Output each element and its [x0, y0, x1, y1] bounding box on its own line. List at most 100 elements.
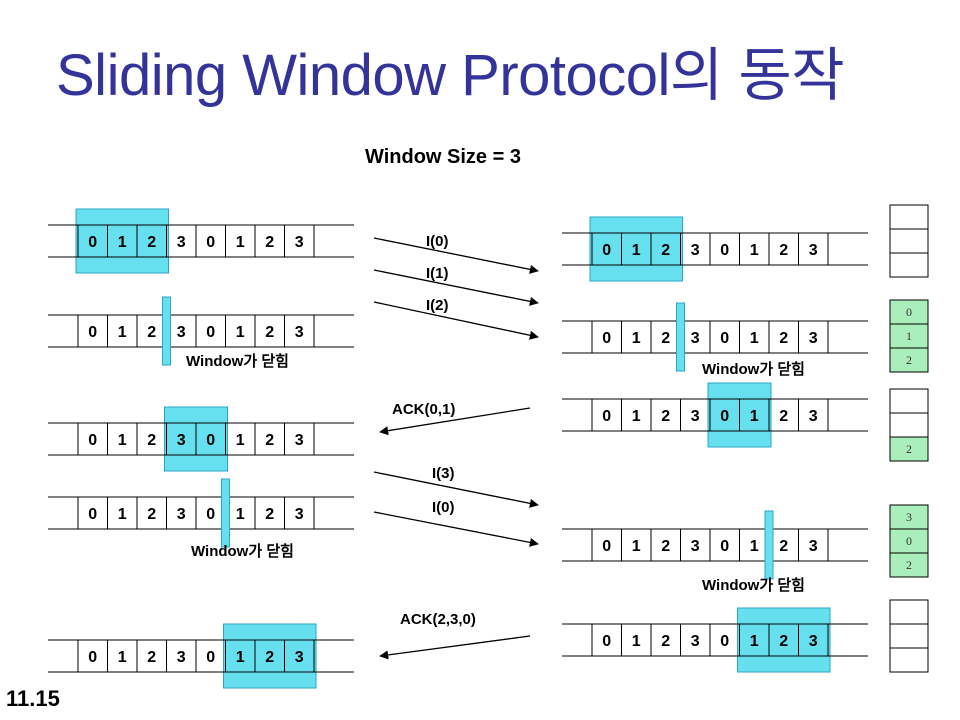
- receiver-row-3-seq-7: 3: [809, 408, 818, 425]
- sender-row-2-seq-4: 0: [206, 324, 215, 341]
- receiver-buffer-4-slot-0: [889, 504, 929, 530]
- receiver-row-4-seq-7: 3: [809, 538, 818, 555]
- sender-row-2-seq-0: 0: [88, 324, 97, 341]
- sender-row-1-window: [75, 208, 169, 274]
- receiver-row-1-seq-2: 2: [661, 242, 670, 259]
- receiver-row-3-seq-4: 0: [720, 408, 729, 425]
- sender-row-2-seq-2: 2: [147, 324, 156, 341]
- page-title: Sliding Window Protocol의 동작: [56, 43, 845, 108]
- receiver-row-5-seq-6: 2: [779, 633, 788, 650]
- receiver-buffer-4: 3 0 2: [889, 504, 929, 578]
- frame-arrow-i2: [373, 301, 539, 340]
- sender-row-4-seq-4: 0: [206, 506, 215, 523]
- sender-window-closed-label-1: Window가 닫힘: [186, 352, 289, 370]
- frame-arrow-i1: [373, 269, 539, 306]
- receiver-buffer-4-slot-1-value: 0: [906, 534, 912, 548]
- receiver-row-5-window: [737, 607, 831, 673]
- receiver-buffer-2-slot-1-value: 1: [906, 329, 912, 343]
- receiver-buffer-2-slot-2: [889, 347, 929, 373]
- receiver-buffer-5-slot-1: [889, 623, 929, 649]
- receiver-buffer-1: [889, 204, 929, 278]
- receiver-buffer-3-slot-2-value: 2: [906, 442, 912, 456]
- msg-label-ack230: ACK(2,3,0): [400, 611, 476, 628]
- receiver-row-5-seq-7: 3: [809, 633, 818, 650]
- sender-row-5-seq-4: 0: [206, 649, 215, 666]
- sender-row-2-seq-6: 2: [265, 324, 274, 341]
- sender-row-2-seq-1: 1: [118, 324, 127, 341]
- receiver-buffer-5-slot-0: [889, 599, 929, 625]
- sender-row-1-seq-6: 2: [265, 234, 274, 251]
- msg-label-i0: I(0): [426, 233, 449, 250]
- sender-row-5-seq-7: 3: [295, 649, 304, 666]
- receiver-buffer-1-slot-0: [889, 204, 929, 230]
- receiver-row-5-seq-4: 0: [720, 633, 729, 650]
- sender-row-4-seq-5: 1: [236, 506, 245, 523]
- receiver-buffer-3: 2: [889, 388, 929, 462]
- receiver-buffer-2: 012: [889, 299, 929, 373]
- receiver-row-4-seq-2: 2: [661, 538, 670, 555]
- sender-row-3-seq-5: 1: [236, 432, 245, 449]
- receiver-row-1-seq-0: 0: [602, 242, 611, 259]
- sender-row-5-seq-1: 1: [118, 649, 127, 666]
- receiver-row-3-seq-2: 2: [661, 408, 670, 425]
- receiver-buffer-3-slot-2: [889, 436, 929, 462]
- receiver-row-5-seq-1: 1: [632, 633, 641, 650]
- receiver-row-2-seq-4: 0: [720, 330, 729, 347]
- receiver-row-4-seq-3: 3: [691, 538, 700, 555]
- sender-row-4-seq-0: 0: [88, 506, 97, 523]
- receiver-buffer-2-slot-1: [889, 323, 929, 349]
- msg-label-i2: I(2): [426, 297, 449, 314]
- frame-arrow-i0-second: [373, 511, 539, 547]
- receiver-buffer-1-slot-1: [889, 228, 929, 254]
- receiver-row-2-seq-2: 2: [661, 330, 670, 347]
- sender-row-2-closed-window-marker: [162, 296, 171, 366]
- receiver-buffer-4-slot-2: [889, 552, 929, 578]
- receiver-row-2-seq-5: 1: [750, 330, 759, 347]
- receiver-window-closed-label-2: Window가 닫힘: [702, 576, 805, 594]
- sender-row-1-seq-2: 2: [147, 234, 156, 251]
- receiver-window-closed-label-1: Window가 닫힘: [702, 360, 805, 378]
- receiver-row-4-seq-6: 2: [779, 538, 788, 555]
- receiver-row-3-seq-0: 0: [602, 408, 611, 425]
- sender-row-5-seq-3: 3: [177, 649, 186, 666]
- sender-row-4-seq-1: 1: [118, 506, 127, 523]
- msg-label-i1: I(1): [426, 265, 449, 282]
- sender-row-3-seq-0: 0: [88, 432, 97, 449]
- slide-number: 11.15: [6, 686, 60, 711]
- receiver-row-1-seq-1: 1: [632, 242, 641, 259]
- sender-row-5-seq-6: 2: [265, 649, 274, 666]
- receiver-row-2-seq-0: 0: [602, 330, 611, 347]
- receiver-buffer-2-slot-2-value: 2: [906, 353, 912, 367]
- sender-row-5-seq-2: 2: [147, 649, 156, 666]
- receiver-row-3-seq-6: 2: [779, 408, 788, 425]
- receiver-row-4-seq-4: 0: [720, 538, 729, 555]
- receiver-buffer-4-slot-0-value: 3: [906, 510, 912, 524]
- receiver-buffer-1-slot-2: [889, 252, 929, 278]
- msg-label-i3: I(3): [432, 465, 455, 482]
- sender-row-1-seq-1: 1: [118, 234, 127, 251]
- receiver-row-4-seq-0: 0: [602, 538, 611, 555]
- sender-row-1-seq-5: 1: [236, 234, 245, 251]
- receiver-row-2-closed-window-marker: [676, 302, 685, 372]
- ack-arrow-01: [379, 407, 531, 436]
- window-size-label: Window Size = 3: [365, 146, 521, 168]
- frame-arrow-i0: [373, 237, 539, 274]
- receiver-row-3-seq-3: 3: [691, 408, 700, 425]
- receiver-row-3-seq-1: 1: [632, 408, 641, 425]
- receiver-buffer-5: [889, 599, 929, 673]
- receiver-buffer-4-slot-2-value: 2: [906, 558, 912, 572]
- receiver-row-4-seq-1: 1: [632, 538, 641, 555]
- sender-row-2-seq-5: 1: [236, 324, 245, 341]
- receiver-buffer-3-slot-0: [889, 388, 929, 414]
- sender-row-1-seq-3: 3: [177, 234, 186, 251]
- receiver-row-1-seq-6: 2: [779, 242, 788, 259]
- receiver-buffer-3-slot-1: [889, 412, 929, 438]
- sender-row-3-seq-4: 0: [206, 432, 215, 449]
- sender-row-3-seq-6: 2: [265, 432, 274, 449]
- receiver-row-2-seq-1: 1: [632, 330, 641, 347]
